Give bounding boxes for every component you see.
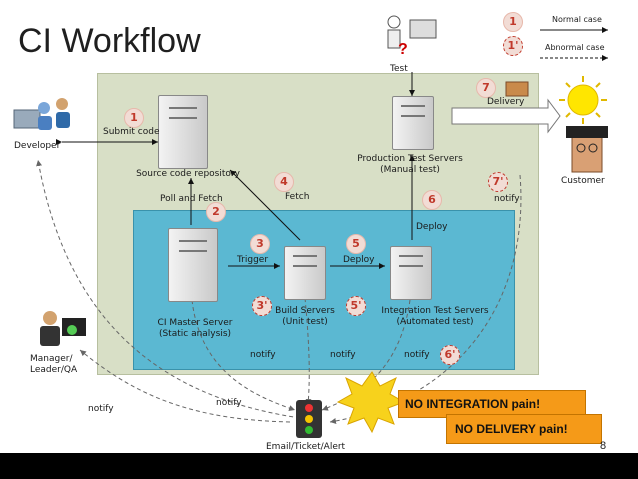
delivery-arrow [451,98,561,134]
notify-integration-path [321,299,411,411]
developer-icon [13,98,70,130]
notify-label-developer: notify [88,404,114,414]
manager-label: Manager/ Leader/QA [30,354,78,375]
notify-build-path [304,297,312,406]
step-5a-badge: 5' [346,296,366,316]
step-2-badge: 2 [206,202,226,222]
step-3-badge: 3 [250,234,270,254]
test-icon: ? [387,15,437,58]
legend-abnormal-badge: 1' [503,36,523,56]
no-integration-callout: NO INTEGRATION pain! [398,390,586,418]
legend-normal-label: Normal case [552,15,602,24]
notify-developer-path [36,159,301,419]
integration-server [390,246,432,300]
legend-abnormal-label: Abnormal case [545,43,605,52]
manager-icon [40,311,86,346]
step-7a-badge: 7' [488,172,508,192]
developer-label: Developer [14,141,61,151]
step-6a-badge: 6' [440,345,460,365]
step-2-label: Poll and Fetch [160,194,223,204]
svg-text:?: ? [398,41,408,58]
slide-title: CI Workflow [18,22,201,60]
test-label: Test [390,64,408,74]
notify-label-integration: notify [404,350,430,360]
production-test-label: Production Test Servers (Manual test) [357,154,463,175]
starburst-shape [336,371,406,434]
customer-icon [566,126,608,173]
delivery-box-icon [505,81,529,97]
bottom-bar [0,453,638,479]
fetch-arrow [229,169,301,241]
step-6-badge: 6 [422,190,442,210]
diagram-connectors: ? [13,15,608,438]
step-1-label: Submit code [103,127,160,137]
integration-label: Integration Test Servers (Automated test… [381,306,489,327]
sun-icon [567,84,599,116]
step-3a-badge: 3' [252,296,272,316]
legend-normal-badge: 1 [503,12,523,32]
no-delivery-callout: NO DELIVERY pain! [446,414,602,444]
build-server-label: Build Servers (Unit test) [275,306,335,327]
notify-manager-path [79,349,291,423]
step-5-label: Deploy [343,255,375,265]
slide: CI Workflow 1 1' Normal case Abnormal ca… [0,0,638,453]
customer-label: Customer [561,176,605,186]
notify-label-manager: notify [216,398,242,408]
step-7-badge: 7 [476,78,496,98]
step-7-label: Delivery [487,97,525,107]
production-server [392,96,434,150]
step-1-badge: 1 [124,108,144,128]
source-repo-server [158,95,208,169]
step-5-badge: 5 [346,234,366,254]
step-4-badge: 4 [274,172,294,192]
alert-label: Email/Ticket/Alert [266,442,346,452]
notify-master-path [191,299,296,411]
page-number: 8 [600,440,607,452]
ci-master-server [168,228,218,302]
step-4-label: Fetch [285,192,310,202]
notify-label-build: notify [330,350,356,360]
ci-master-label: CI Master Server (Static analysis) [157,318,233,339]
notify-label-master: notify [250,350,276,360]
step-6-label: Deploy [416,222,448,232]
step-3-label: Trigger [237,255,269,265]
notify-label-production: notify [494,194,520,204]
source-repo-label: Source code repository [136,169,240,179]
build-server [284,246,326,300]
